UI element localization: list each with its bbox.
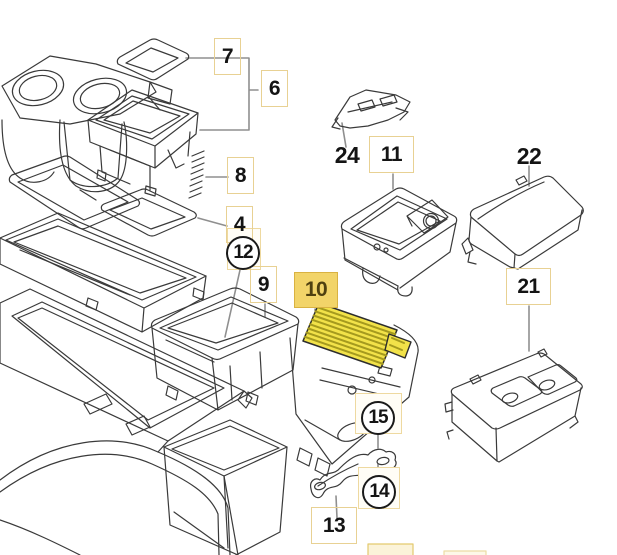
part-label-6[interactable]: 6 <box>261 70 288 107</box>
storage-tray-drawing <box>0 212 207 333</box>
cutoff-label-box-2 <box>443 550 487 555</box>
part-label-12[interactable]: 12 <box>226 236 260 270</box>
part-8-spring-drawing <box>188 150 205 199</box>
part-24-clip-drawing <box>331 89 411 130</box>
cutoff-label-boxes <box>367 543 487 555</box>
part-label-9[interactable]: 9 <box>250 266 277 303</box>
part-label-24[interactable]: 24 <box>334 141 360 168</box>
part-10-highlight-drawing <box>302 302 412 369</box>
part-4-mats-drawing <box>8 155 197 237</box>
part-label-13[interactable]: 13 <box>311 507 357 544</box>
part-10-roller-wrap <box>384 333 412 359</box>
part-10-roller-slats <box>303 306 397 365</box>
part-label-15[interactable]: 15 <box>361 401 395 435</box>
leader-4 <box>197 217 228 227</box>
part-label-11[interactable]: 11 <box>369 136 414 173</box>
part-6-housing-drawing <box>87 89 199 197</box>
part-9-storage-box-drawing <box>150 287 300 411</box>
part-11-insert-box-drawing <box>340 187 458 297</box>
part-label-14[interactable]: 14 <box>362 475 396 509</box>
part-10-roller-wrap-slats <box>389 337 405 351</box>
part-7-lid-drawing <box>116 38 190 81</box>
part-label-22[interactable]: 22 <box>516 142 542 169</box>
part-label-7[interactable]: 7 <box>214 38 241 75</box>
part-label-10-highlighted[interactable]: 10 <box>294 272 338 308</box>
leader-7-6-bracket <box>185 57 259 131</box>
part-22-armrest-lid-drawing <box>461 175 584 270</box>
part-13-bracket-drawing <box>310 448 397 499</box>
part-label-21[interactable]: 21 <box>506 268 551 305</box>
part-21-switch-panel-drawing <box>444 348 583 463</box>
cutoff-label-box-1 <box>367 543 414 555</box>
console-body-drawing <box>0 288 288 555</box>
part-label-8[interactable]: 8 <box>227 157 254 194</box>
